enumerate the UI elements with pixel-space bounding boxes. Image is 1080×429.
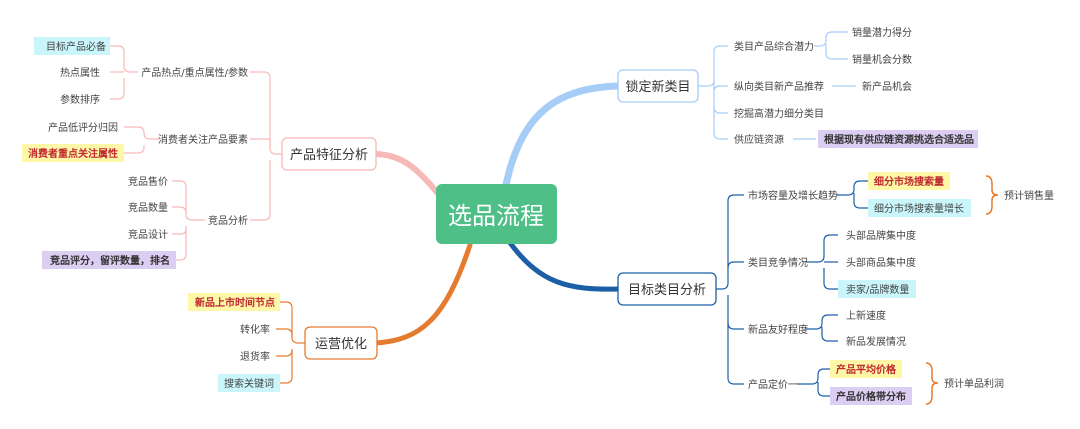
node-b1_4a[interactable]: 根据现有供应链资源挑选合适选品 (824, 133, 974, 146)
branch-box-b4[interactable] (304, 326, 378, 360)
node-b1_2a[interactable]: 新产品机会 (862, 80, 912, 93)
highlight-b4_a (188, 293, 280, 311)
node-b2_1s[interactable]: 预计销售量 (1004, 189, 1054, 202)
node-b2_2b[interactable]: 头部商品集中度 (846, 256, 916, 269)
connectors-b1 (697, 31, 856, 140)
highlight-b3_2b (22, 144, 124, 162)
node-b2_3[interactable]: 新品友好程度 (748, 323, 808, 336)
node-b1_1a[interactable]: 销量潜力得分 (852, 26, 912, 39)
node-b4_b[interactable]: 转化率 (240, 323, 270, 336)
highlight-b2_4b (830, 387, 912, 405)
node-b2_3a[interactable]: 上新速度 (846, 309, 886, 322)
connectors-b3 (110, 45, 282, 261)
highlight-b2_2c (838, 280, 916, 298)
node-b3_3d[interactable]: 竞品评分，留评数量，排名 (49, 254, 170, 267)
node-b4_a[interactable]: 新品上市时间节点 (195, 296, 275, 309)
node-b2_3b[interactable]: 新品发展情况 (846, 335, 906, 348)
node-b3_3a[interactable]: 竞品售价 (128, 175, 168, 188)
highlight-b3_1a (34, 37, 110, 55)
branch-box-b2[interactable] (617, 272, 717, 306)
node-b2_4a[interactable]: 产品平均价格 (836, 363, 897, 376)
node-b2_2a[interactable]: 头部品牌集中度 (846, 229, 916, 242)
summary-brackets (925, 175, 999, 405)
highlight-b1_4a (818, 130, 978, 148)
branch-label-b1: 锁定新类目 (625, 79, 690, 95)
node-b3_1[interactable]: 产品热点/重点属性/参数 (141, 66, 248, 79)
branch-label-b4: 运营优化 (315, 337, 367, 352)
branch-box-b1[interactable] (617, 69, 699, 103)
connectors-b2 (716, 180, 868, 397)
highlight-b3_3d (42, 251, 176, 269)
central-topic-box[interactable] (436, 184, 557, 244)
node-b3_1a[interactable]: 目标产品必备 (46, 40, 106, 53)
central-topic-label: 选品流程 (448, 202, 544, 230)
node-b4_c[interactable]: 退货率 (240, 350, 270, 363)
branch-connector-b1 (501, 82, 622, 194)
branch-label-b2: 目标类目分析 (628, 283, 706, 298)
node-b2_2[interactable]: 类目竞争情况 (748, 256, 808, 269)
highlight-b2_1b (868, 199, 971, 217)
node-b4_d[interactable]: 搜索关键词 (224, 377, 274, 390)
node-b3_3b[interactable]: 竞品数量 (128, 201, 168, 214)
branch-box-b3[interactable] (281, 137, 377, 171)
highlight-b4_d (218, 374, 280, 392)
highlight-b2_1a (868, 172, 950, 190)
branch-connector-b4 (373, 242, 473, 346)
node-b2_1b[interactable]: 细分市场搜索量增长 (874, 202, 964, 215)
connectors-b4 (276, 301, 305, 384)
node-b2_1[interactable]: 市场容量及增长趋势 (748, 189, 838, 202)
node-b1_1[interactable]: 类目产品综合潜力 (734, 40, 814, 53)
node-b3_3c[interactable]: 竞品设计 (128, 228, 168, 241)
node-b2_2c[interactable]: 卖家/品牌数量 (846, 283, 909, 296)
branch-connector-b2 (505, 237, 621, 292)
branch-label-b3: 产品特征分析 (290, 148, 368, 163)
node-b2_4[interactable]: 产品定价一 (748, 378, 798, 391)
node-b1_3[interactable]: 挖掘高潜力细分类目 (734, 107, 824, 120)
node-b2_4b[interactable]: 产品价格带分布 (836, 390, 906, 403)
node-b2_1a[interactable]: 细分市场搜索量 (874, 175, 944, 188)
node-b3_2[interactable]: 消费者关注产品要素 (158, 133, 248, 146)
node-b1_1b[interactable]: 销量机会分数 (852, 53, 912, 66)
node-b3_3[interactable]: 竞品分析 (208, 214, 248, 227)
node-b3_1c[interactable]: 参数排序 (60, 93, 100, 106)
node-b3_1b[interactable]: 热点属性 (60, 66, 100, 79)
node-b2_4s[interactable]: 预计单品利润 (944, 377, 1004, 390)
branch-connector-b3 (373, 151, 443, 199)
node-b3_2a[interactable]: 产品低评分归因 (48, 121, 118, 134)
node-b1_4[interactable]: 供应链资源 (734, 133, 784, 146)
highlight-b2_4a (830, 360, 902, 378)
node-b3_2b[interactable]: 消费者重点关注属性 (28, 147, 118, 160)
node-b1_2[interactable]: 纵向类目新产品推荐 (734, 80, 824, 93)
